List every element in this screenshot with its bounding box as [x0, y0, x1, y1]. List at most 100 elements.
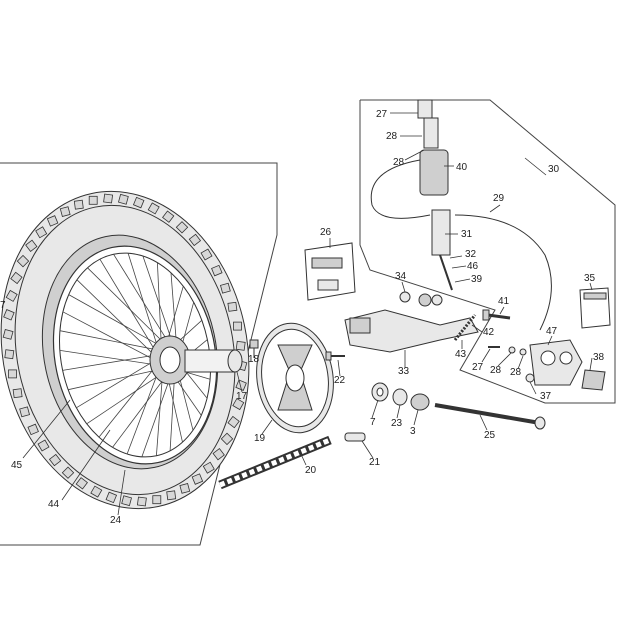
tread-block	[188, 233, 202, 247]
tread-block	[152, 495, 162, 505]
axle-25	[434, 403, 546, 430]
callout-44: 44	[48, 499, 60, 510]
callout-28: 28	[393, 157, 405, 168]
pedal-spring-34	[399, 291, 443, 307]
tread-block	[12, 388, 23, 399]
tread-block	[8, 369, 17, 379]
tread-block	[179, 483, 191, 494]
tread-block	[132, 196, 145, 209]
tread-block	[25, 239, 38, 252]
callout-30: 30	[548, 164, 560, 175]
brake-pads-38	[581, 369, 606, 391]
callout-26: 26	[320, 227, 332, 238]
callout-43: 43	[455, 349, 467, 360]
tread-block	[200, 248, 213, 261]
tread-block	[211, 264, 223, 277]
callout-20: 20	[305, 465, 317, 476]
wheel-hub	[149, 335, 243, 385]
drive-chain	[218, 435, 332, 490]
tread-block	[61, 466, 75, 479]
decal-sheet-26	[304, 242, 356, 301]
callout-22: 22	[334, 375, 346, 386]
callout-33: 33	[398, 366, 410, 377]
tread-block	[73, 199, 84, 210]
tread-block	[27, 423, 39, 436]
bolt-22	[325, 351, 345, 361]
tread-block	[191, 473, 204, 485]
caliper-47	[529, 339, 583, 386]
callout-45: 45	[11, 460, 23, 471]
callout-23: 23	[391, 418, 403, 429]
tread-block	[5, 289, 18, 302]
tread-block	[227, 415, 240, 429]
decal-sheet-35	[579, 287, 611, 329]
callout-31: 31	[461, 229, 473, 240]
tread-block	[19, 406, 30, 418]
callout-39: 39	[471, 274, 483, 285]
callout-41: 41	[498, 296, 510, 307]
tread-block	[2, 329, 14, 340]
tread-block	[118, 193, 129, 205]
callout-47: 47	[546, 326, 558, 337]
callout-28: 28	[510, 367, 522, 378]
tread-block	[37, 439, 50, 452]
callout-32: 32	[465, 249, 477, 260]
tread-block	[75, 477, 88, 490]
tread-block	[4, 349, 15, 360]
tread-block	[220, 432, 234, 446]
tread-block	[59, 206, 71, 217]
tread-block	[235, 340, 246, 351]
spoke	[62, 352, 166, 371]
adjuster-3	[410, 393, 430, 411]
tread-block	[16, 254, 30, 268]
callout-28: 28	[386, 131, 398, 142]
callout-35: 35	[584, 273, 596, 284]
caliper-bolts	[488, 346, 535, 383]
tread-block	[46, 215, 59, 227]
tread-block	[175, 221, 189, 234]
spoke	[68, 294, 172, 353]
tread-block	[232, 398, 245, 411]
tread-block	[48, 453, 62, 467]
spacer-7	[371, 382, 389, 402]
callout-27: 27	[472, 362, 484, 373]
callout-17: 17	[236, 391, 248, 402]
tread-block	[202, 461, 215, 474]
tread-block	[212, 448, 225, 461]
brake-group-frame	[359, 99, 616, 404]
master-cylinder	[417, 99, 453, 291]
tread-block	[227, 301, 238, 312]
tread-block	[3, 309, 15, 321]
callout-7: 7	[0, 300, 6, 311]
sprocket	[256, 322, 334, 434]
callout-40: 40	[456, 162, 468, 173]
callout-27: 27	[376, 109, 388, 120]
spacer-23	[392, 388, 408, 406]
tread-block	[162, 210, 175, 223]
tread-block	[90, 485, 103, 498]
tread-block	[233, 321, 242, 331]
tread-block	[235, 379, 247, 391]
callout-37: 37	[540, 391, 552, 402]
callout-46: 46	[467, 261, 479, 272]
callout-19: 19	[254, 433, 266, 444]
callout-42: 42	[483, 327, 495, 338]
tread-block	[35, 226, 48, 239]
tread-block	[136, 496, 147, 507]
tread-block	[147, 202, 160, 215]
callout-21: 21	[369, 457, 381, 468]
callout-38: 38	[593, 352, 605, 363]
leader-lines	[22, 112, 593, 516]
callout-28: 28	[490, 365, 502, 376]
tread-block	[105, 491, 118, 504]
callout-18: 18	[248, 354, 260, 365]
brake-hose-29	[370, 159, 552, 331]
tread-block	[166, 490, 177, 501]
tread-block	[121, 495, 132, 507]
callout-25: 25	[484, 430, 496, 441]
callout-24: 24	[110, 515, 122, 526]
tread-block	[220, 282, 231, 294]
callout-labels: 27 28 28 40 30 29 31 26 34 32 46 39 35 4…	[0, 109, 605, 526]
